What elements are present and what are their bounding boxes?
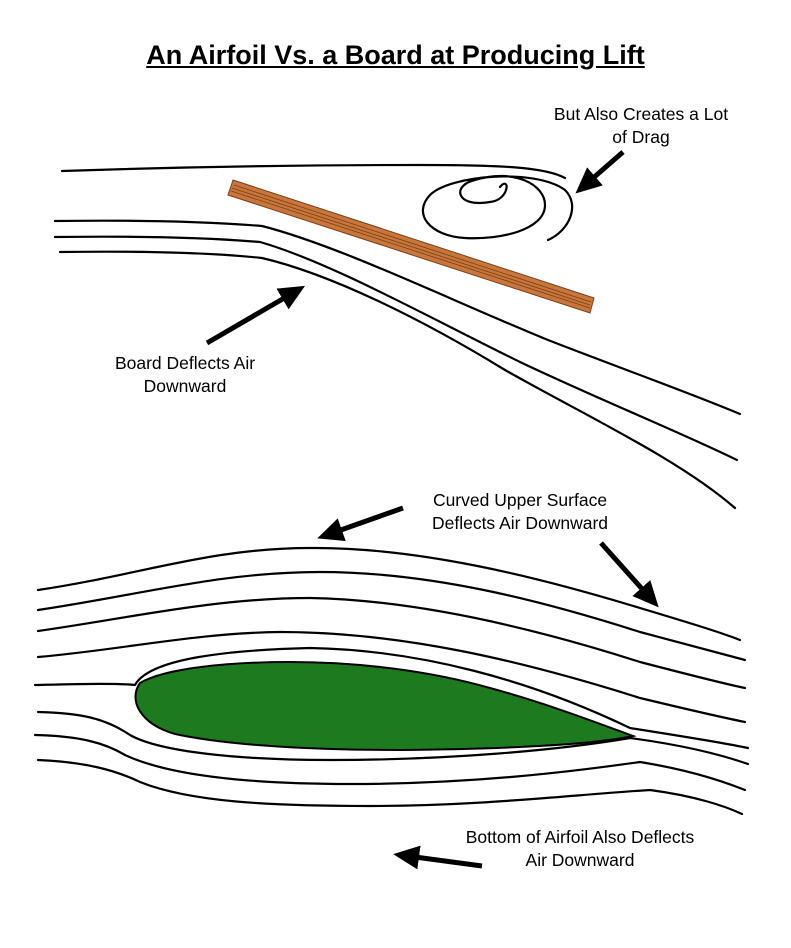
board-streamline-3 xyxy=(53,235,739,462)
airfoil-streamline-7 xyxy=(33,733,747,792)
airfoil-streamline-3 xyxy=(36,596,747,690)
bottom-airfoil-arrow xyxy=(393,845,483,870)
upper-surface-label-line-2: Deflects Air Downward xyxy=(431,513,609,533)
board-grain-line xyxy=(230,190,591,309)
bottom-airfoil-label-line-2: Air Downward xyxy=(525,850,635,870)
board-grain-line xyxy=(231,187,591,306)
upper-surface-label: Curved Upper Surface Deflects Air Downwa… xyxy=(385,489,655,535)
airfoil-streamline-2 xyxy=(36,570,747,662)
drag-label: But Also Creates a Lot of Drag xyxy=(516,103,766,149)
airfoil-streamline-8 xyxy=(36,758,744,816)
board-streamline-top xyxy=(60,163,567,180)
drag-label-line-2: of Drag xyxy=(612,127,670,147)
bottom-airfoil-label-line-1: Bottom of Airfoil Also Deflects xyxy=(465,827,695,847)
board-deflects-arrow xyxy=(205,285,306,346)
board xyxy=(227,179,595,314)
board-deflects-label-line-1: Board Deflects Air xyxy=(114,353,256,373)
bottom-airfoil-label: Bottom of Airfoil Also Deflects Air Down… xyxy=(425,826,735,872)
drag-vortex-spiral xyxy=(421,174,574,242)
upper-surface-arrow xyxy=(317,505,404,541)
diagram-title: An Airfoil Vs. a Board at Producing Lift xyxy=(146,40,645,70)
board-grain-line xyxy=(233,184,592,303)
airfoil-shape xyxy=(134,660,637,752)
airfoil-streamline-6 xyxy=(36,710,750,766)
board-deflects-label-line-2: Downward xyxy=(143,376,227,396)
board-streamline-4 xyxy=(58,250,737,510)
airfoil-streamline-5 xyxy=(33,646,750,750)
drag-label-line-1: But Also Creates a Lot xyxy=(553,104,729,124)
airfoil-streamline-1 xyxy=(36,546,742,642)
airfoil-streamline-4 xyxy=(36,630,747,724)
board-streamline-2 xyxy=(53,219,742,416)
upper-surface-label-line-1: Curved Upper Surface xyxy=(432,490,608,510)
board-deflects-label: Board Deflects Air Downward xyxy=(80,352,290,398)
downwash-arrow xyxy=(599,541,659,608)
drag-arrow xyxy=(575,150,625,194)
